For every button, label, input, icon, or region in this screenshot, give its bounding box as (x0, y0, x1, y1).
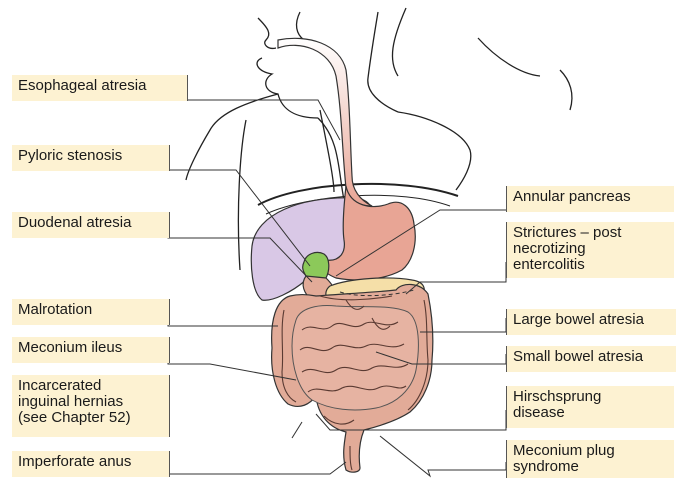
label-strictures: Strictures – post necrotizing entercolit… (506, 222, 674, 278)
label-hirschsprung: Hirschsprung disease (506, 386, 674, 428)
label-esophageal-atresia: Esophageal atresia (12, 75, 188, 101)
label-annular-pancreas: Annular pancreas (506, 186, 674, 212)
label-small-bowel-atresia: Small bowel atresia (506, 346, 676, 372)
label-large-bowel-atresia: Large bowel atresia (506, 309, 676, 335)
label-incarcerated-hernias: Incarcerated inguinal hernias (see Chapt… (12, 375, 170, 437)
label-imperforate-anus: Imperforate anus (12, 451, 170, 477)
label-meconium-plug: Meconium plug syndrome (506, 440, 674, 478)
esophagus (278, 38, 372, 206)
label-pyloric-stenosis: Pyloric stenosis (12, 145, 170, 171)
label-duodenal-atresia: Duodenal atresia (12, 212, 170, 238)
label-meconium-ileus: Meconium ileus (12, 337, 170, 363)
small-intestine (292, 306, 418, 410)
label-malrotation: Malrotation (12, 299, 170, 325)
